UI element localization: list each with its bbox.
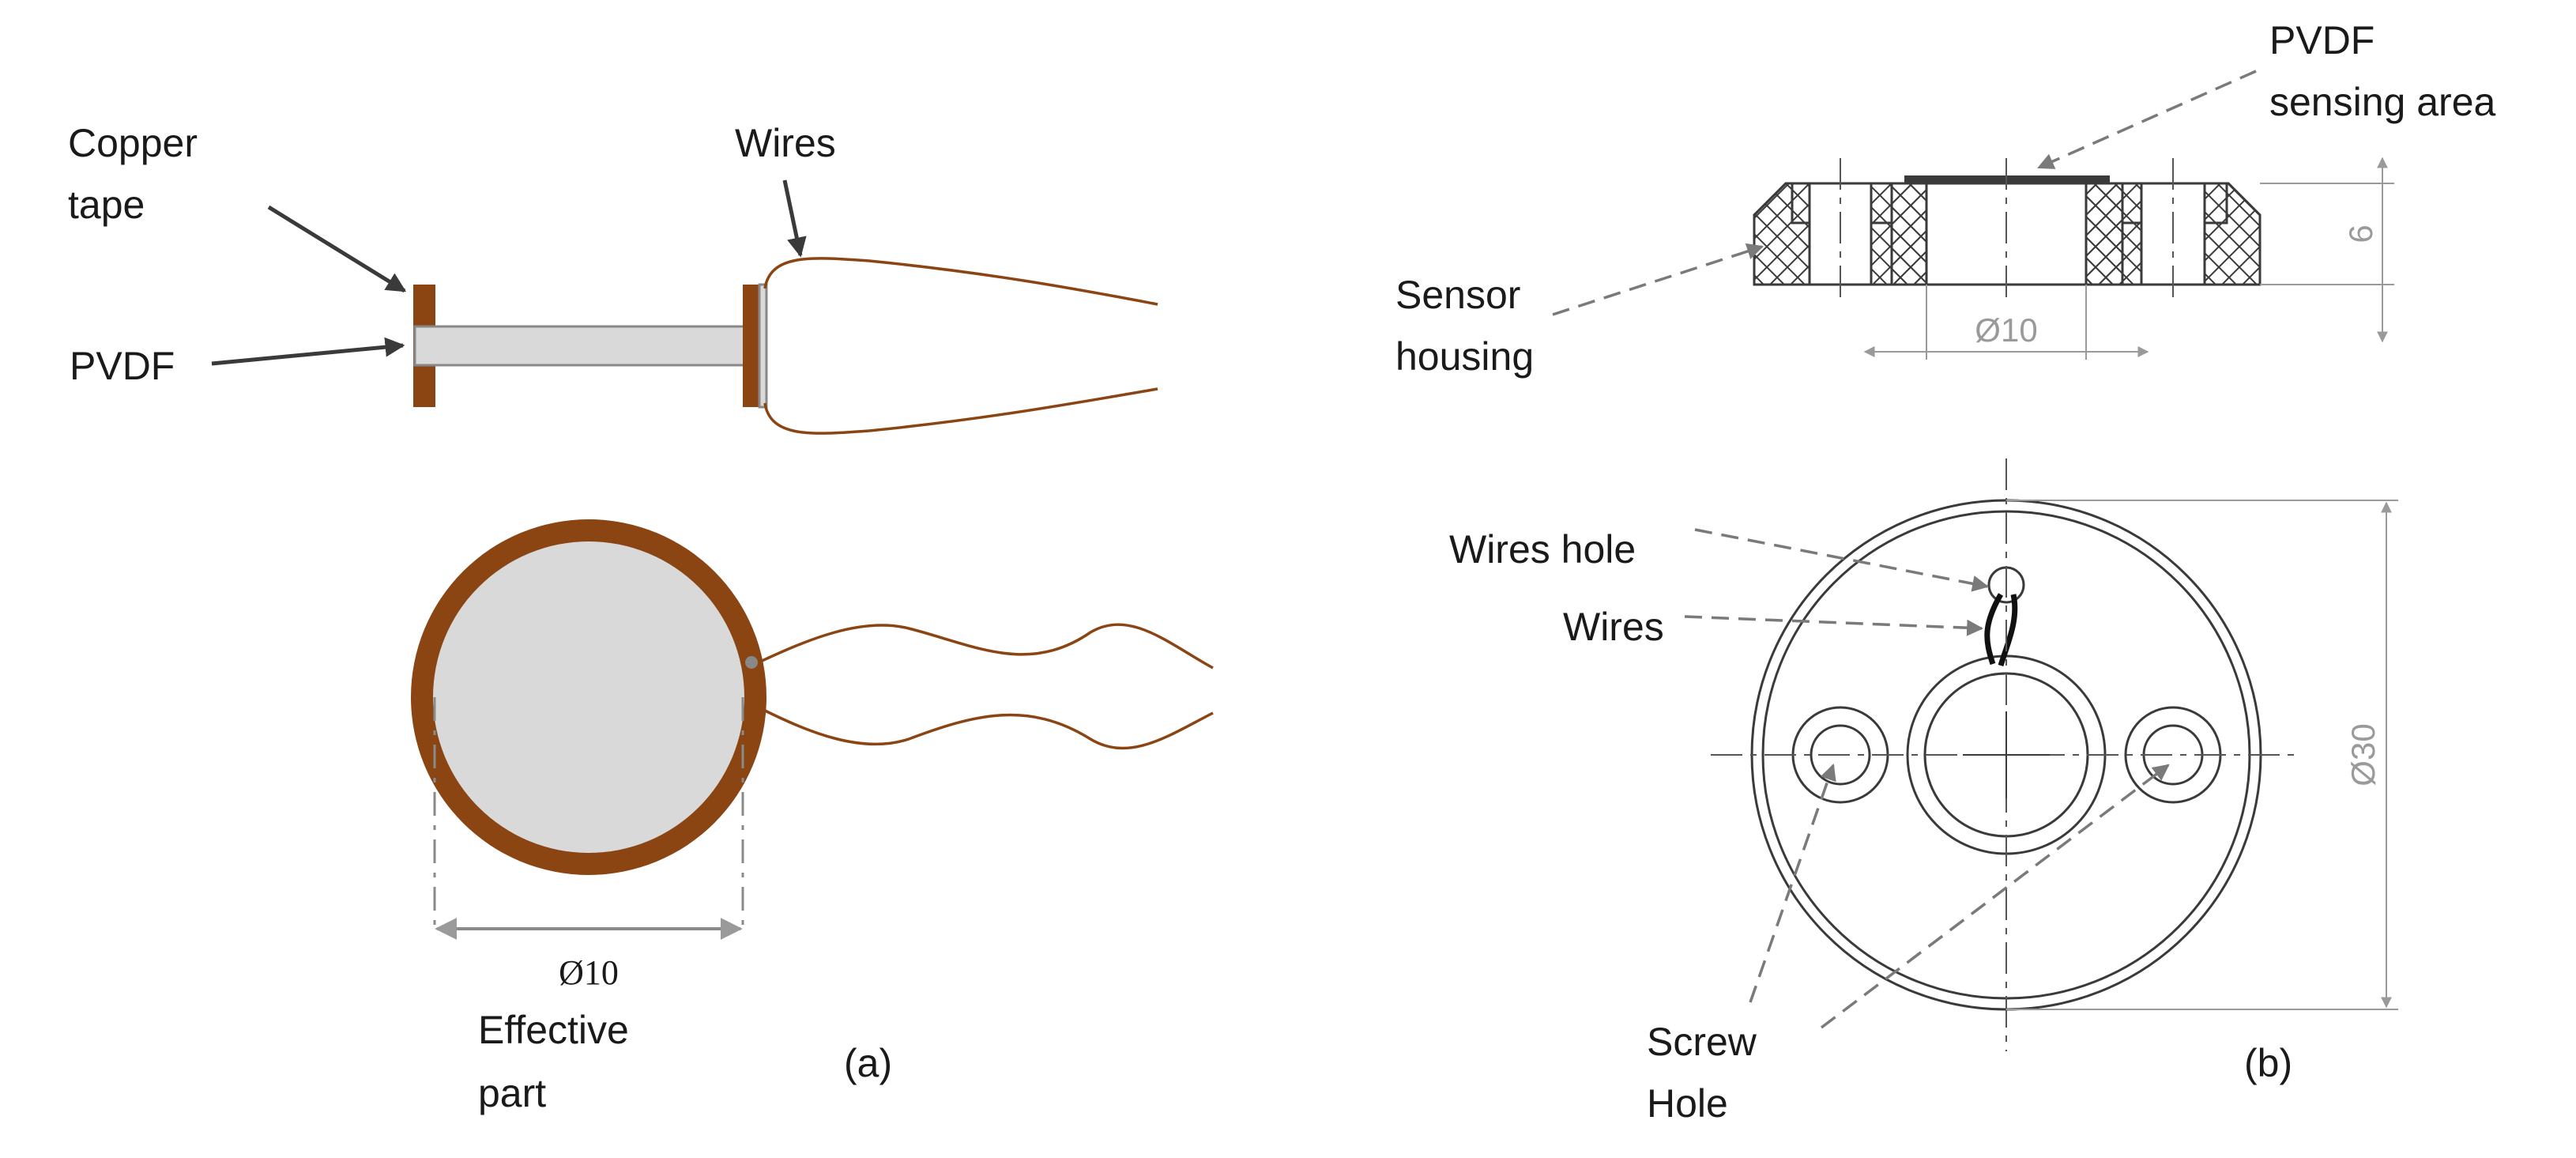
screw-hole-arrow-right xyxy=(1820,764,2170,1029)
wires-hole-arrow xyxy=(1694,528,1990,592)
front-view-sensor xyxy=(411,519,1214,940)
panel-a-caption: (a) xyxy=(844,1041,892,1085)
side-view-sensor xyxy=(413,257,1158,435)
pvdf-label: PVDF xyxy=(70,344,175,388)
inner-dia-dim-label: Ø10 xyxy=(1975,311,2037,349)
thickness-dim-label: 6 xyxy=(2342,224,2379,243)
counterbore-right xyxy=(2121,182,2228,286)
screw-hole-label-line1: Screw xyxy=(1647,1020,1757,1064)
copper-tape-label-line2: tape xyxy=(68,183,145,227)
counterbore-left xyxy=(1791,182,1893,286)
wires-arrow-b xyxy=(1684,615,1984,636)
copper-tape-arrow xyxy=(267,205,407,293)
wire-contact-point xyxy=(745,656,758,669)
panel-a: Copper tape PVDF Wires Ø10 Effective par… xyxy=(68,121,1214,1115)
screw-hole-arrow-left xyxy=(1749,764,1836,1003)
housing-top-view xyxy=(1711,458,2299,1051)
wires-hole-label: Wires hole xyxy=(1449,527,1636,571)
pvdf-film xyxy=(413,325,764,367)
pvdf-area-label-line1: PVDF xyxy=(2269,18,2375,62)
screw-hole-label-line2: Hole xyxy=(1647,1081,1728,1126)
housing-label-line1: Sensor xyxy=(1395,273,1520,317)
housing-hatch-right-outer xyxy=(2203,182,2262,286)
panel-b-caption: (b) xyxy=(2244,1041,2292,1085)
housing-label-line2: housing xyxy=(1395,334,1534,379)
housing-cross-section xyxy=(1753,158,2262,300)
wires-label: Wires xyxy=(735,121,836,165)
housing-wall-right xyxy=(2085,182,2124,286)
effective-part-label-line2: part xyxy=(478,1071,546,1115)
screw-hole-left-inner xyxy=(1810,724,1871,786)
panel-b: 6 Ø10 PVDF sensing area Sensor housing xyxy=(1395,18,2495,1126)
copper-tape-right-inner xyxy=(758,283,768,409)
effective-diameter-label: Ø10 xyxy=(559,953,619,992)
housing-hatch-left-outer xyxy=(1753,182,1811,286)
pvdf-disc xyxy=(433,541,744,853)
housing-wall-left xyxy=(1890,182,1928,286)
pvdf-area-arrow xyxy=(2037,70,2257,169)
pvdf-arrow xyxy=(211,337,405,366)
outer-dia-dim-label: Ø30 xyxy=(2344,723,2382,786)
wires-label-b: Wires xyxy=(1563,605,1664,649)
wire-upper xyxy=(763,257,1158,306)
wire-upper-wavy xyxy=(758,623,1214,670)
pvdf-area-label-line2: sensing area xyxy=(2269,80,2495,124)
wire-lower-wavy xyxy=(758,706,1214,750)
copper-tape-label-line1: Copper xyxy=(68,121,198,165)
housing-arrow xyxy=(1552,243,1764,316)
wires-arrow xyxy=(782,179,807,258)
wires-bundle xyxy=(1984,593,2018,666)
wire-lower xyxy=(763,387,1158,435)
effective-part-label-line1: Effective xyxy=(478,1008,629,1052)
